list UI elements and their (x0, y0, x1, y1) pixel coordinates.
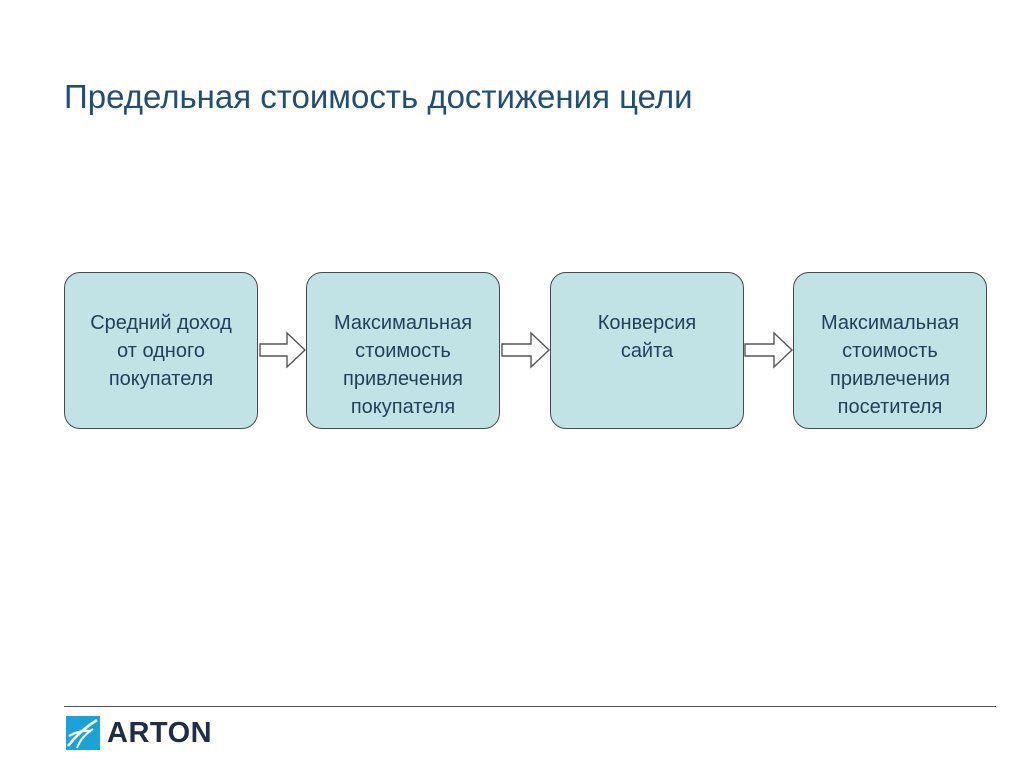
flow-node-site-conversion: Конверсия сайта (550, 272, 744, 429)
arton-logo: ARTON (66, 716, 212, 750)
flow-node-label: Средний доход от одного покупателя (90, 312, 232, 390)
slide-title: Предельная стоимость достижения цели (64, 78, 693, 115)
flow-arrow-2 (501, 331, 551, 369)
flow-node-label: Максимальная стоимость привлечения покуп… (333, 312, 473, 418)
flow-arrow-3 (744, 331, 794, 369)
flow-node-label: Конверсия сайта (597, 312, 697, 362)
flow-node-max-visitor-cost: Максимальная стоимость привлечения посет… (793, 272, 987, 429)
flow-node-avg-income: Средний доход от одного покупателя (64, 272, 258, 429)
arton-logo-icon (66, 716, 100, 750)
flow-node-max-buyer-cost: Максимальная стоимость привлечения покуп… (306, 272, 500, 429)
flow-node-label: Максимальная стоимость привлечения посет… (820, 312, 960, 418)
flow-arrow-1 (259, 331, 307, 369)
arton-logo-text: ARTON (107, 716, 213, 749)
footer-divider (64, 706, 996, 707)
